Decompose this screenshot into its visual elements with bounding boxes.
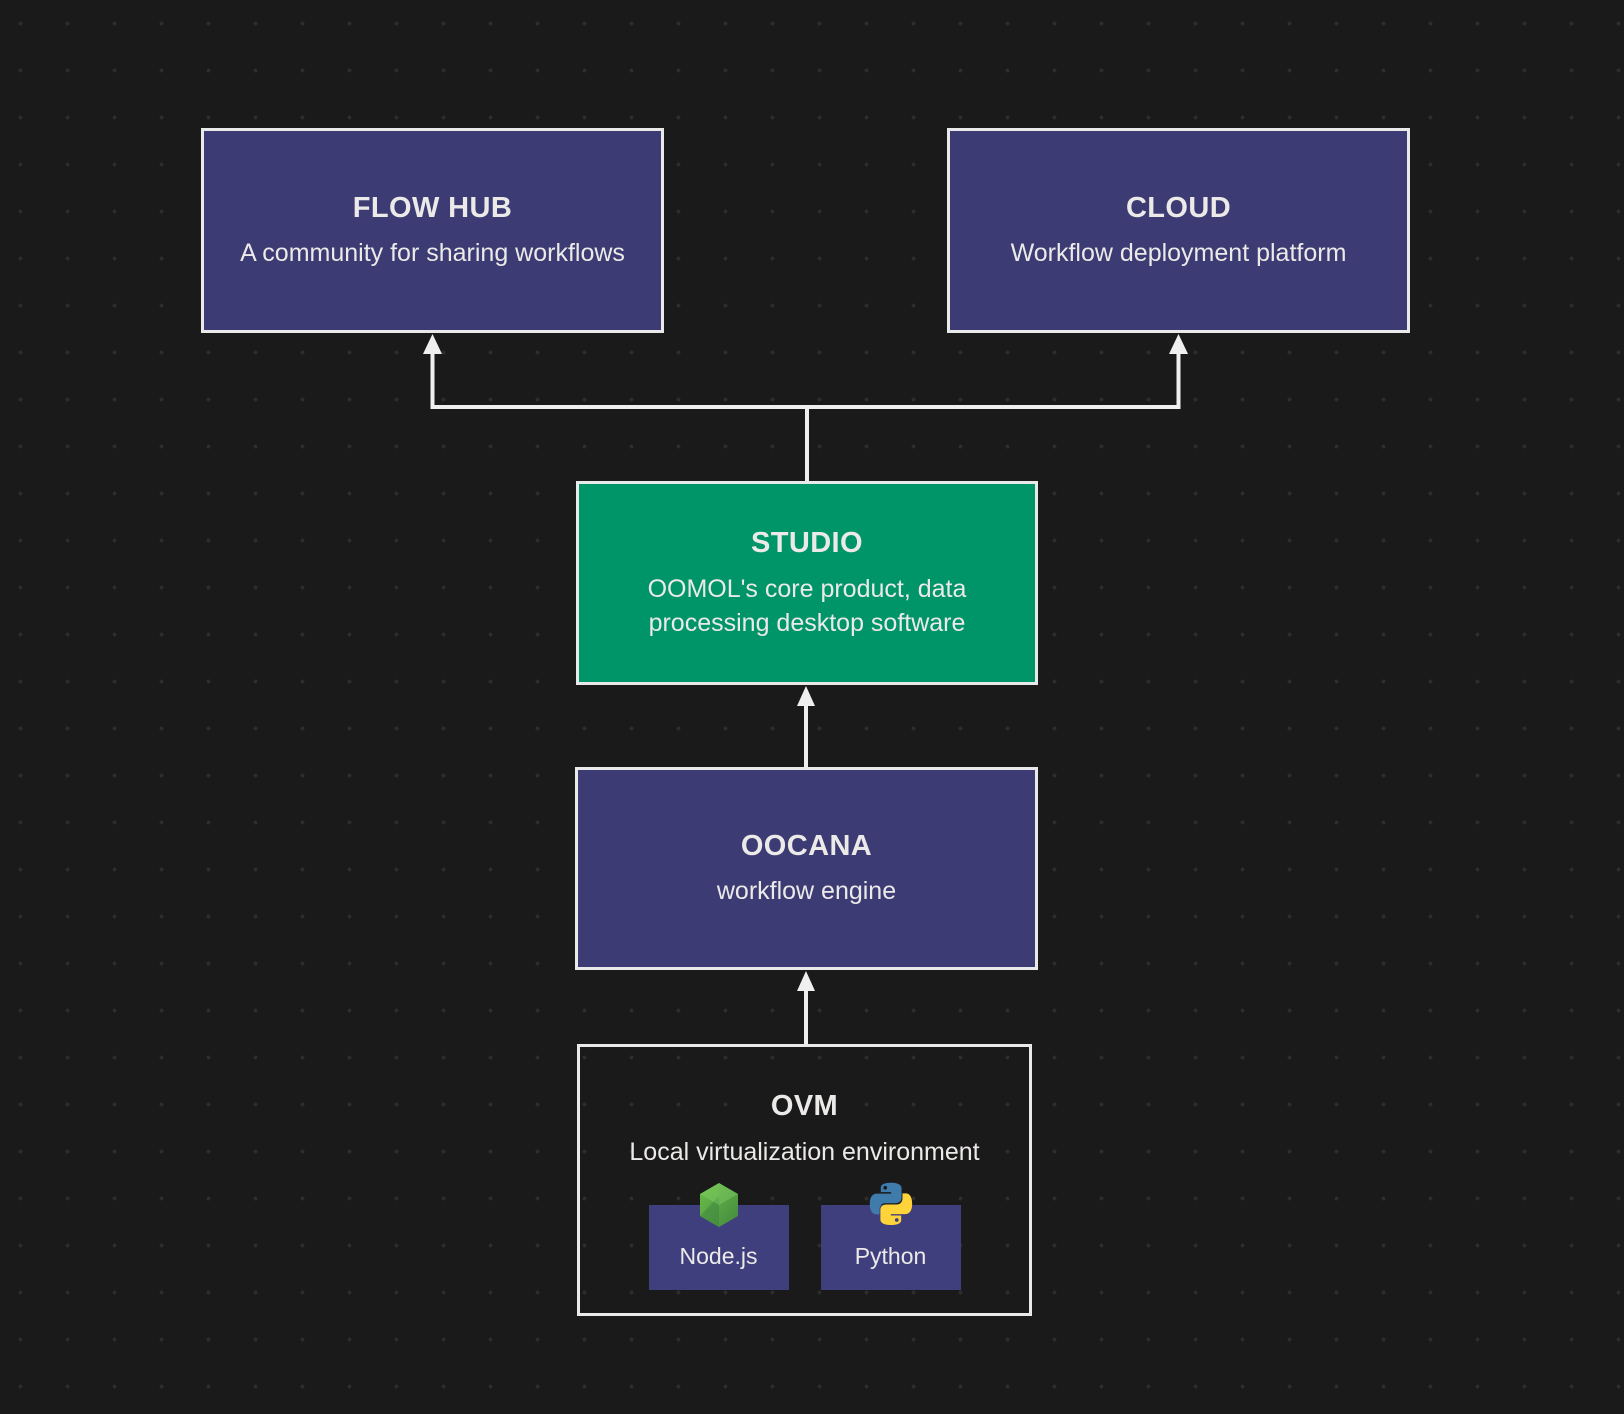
nodejs-icon: [699, 1182, 738, 1227]
flow-hub-title: FLOW HUB: [352, 191, 513, 224]
python-icon: [869, 1182, 912, 1225]
studio-title: STUDIO: [751, 527, 863, 560]
node-oocana: OOCANA workflow engine: [575, 767, 1038, 970]
subnode-nodejs: Node.js: [648, 1182, 789, 1290]
ovm-runtime-list: Node.js Python: [648, 1182, 961, 1290]
cloud-subtitle: Workflow deployment platform: [1010, 239, 1347, 268]
studio-subtitle: OOMOL's core product, data processing de…: [647, 574, 967, 637]
node-flow-hub: FLOW HUB A community for sharing workflo…: [201, 128, 664, 333]
arrowhead-to-flow-hub: [423, 334, 442, 354]
ovm-subtitle: Local virtualization environment: [629, 1137, 980, 1166]
ovm-title: OVM: [770, 1090, 839, 1122]
flow-hub-subtitle: A community for sharing workflows: [240, 239, 625, 268]
arrowhead-to-oocana: [797, 971, 815, 991]
node-studio: STUDIO OOMOL's core product, data proces…: [576, 481, 1038, 685]
node-cloud: CLOUD Workflow deployment platform: [947, 128, 1410, 333]
node-ovm: OVM Local virtualization environment Nod…: [577, 1044, 1032, 1316]
subnode-nodejs-label: Node.js: [679, 1242, 758, 1269]
cloud-title: CLOUD: [1125, 191, 1232, 224]
subnode-python-label: Python: [854, 1242, 927, 1269]
connector-branch-bar: [430, 352, 1181, 409]
oocana-subtitle: workflow engine: [716, 877, 897, 906]
arrowhead-to-cloud: [1169, 334, 1188, 354]
oocana-title: OOCANA: [740, 829, 873, 862]
subnode-python: Python: [820, 1182, 961, 1290]
arrowhead-to-studio: [797, 686, 815, 706]
